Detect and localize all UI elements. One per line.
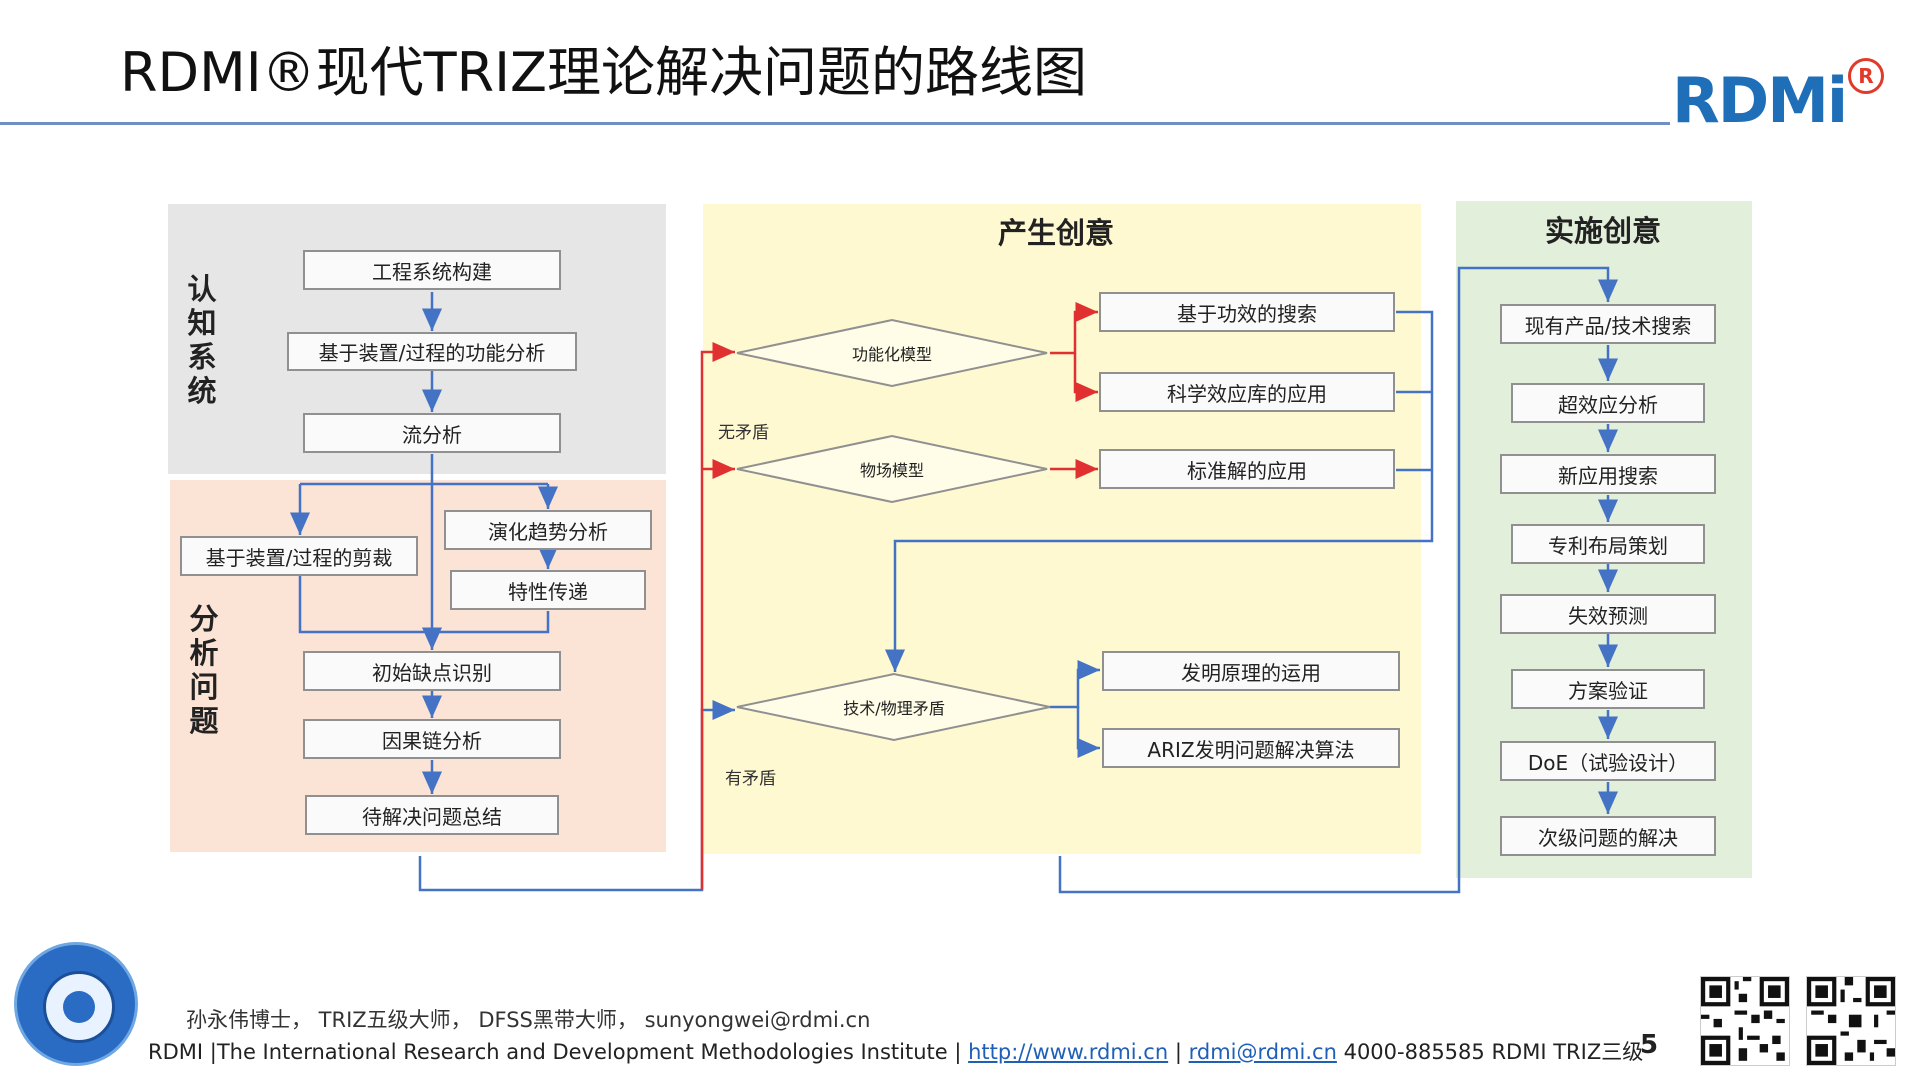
solution-ariz: ARIZ发明问题解决算法: [1102, 728, 1400, 768]
org-line: RDMI |The International Research and Dev…: [148, 1036, 1643, 1066]
logo-text: RDMi: [1672, 64, 1848, 137]
step-problem-summary: 待解决问题总结: [305, 795, 559, 835]
contradiction-model-label: 技术/物理矛盾: [843, 699, 945, 718]
step-feature-transfer: 特性传递: [450, 570, 646, 610]
registered-mark: R: [1848, 58, 1884, 94]
separator: |: [1168, 1040, 1189, 1064]
impl-failure-prediction: 失效预测: [1500, 594, 1716, 634]
idea-heading: 产生创意: [998, 216, 1115, 250]
step-trend-analysis: 演化趋势分析: [444, 510, 652, 550]
impl-doe: DoE（试验设计）: [1500, 741, 1716, 781]
org-name: RDMI |The International Research and Dev…: [148, 1040, 969, 1064]
solution-standard-solutions: 标准解的应用: [1099, 449, 1395, 489]
website-link[interactable]: http://www.rdmi.cn: [968, 1040, 1169, 1064]
association-seal-logo: [14, 942, 138, 1066]
title-underline: [0, 122, 1670, 125]
functional-model-label: 功能化模型: [851, 345, 933, 364]
has-contradiction-note: 有矛盾: [725, 769, 776, 789]
solution-inventive-principles: 发明原理的运用: [1102, 651, 1400, 691]
cognition-heading: 认 知 系 统: [187, 272, 217, 408]
impl-new-application: 新应用搜索: [1500, 454, 1716, 494]
course-label: RDMI TRIZ三级: [1484, 1040, 1644, 1064]
no-contradiction-note: 无矛盾: [718, 423, 769, 443]
page-title: RDMI®现代TRIZ理论解决问题的路线图: [120, 41, 1088, 104]
impl-super-effect: 超效应分析: [1511, 383, 1705, 423]
step-trimming: 基于装置/过程的剪裁: [180, 536, 418, 576]
solution-effects-database: 科学效应库的应用: [1099, 372, 1395, 412]
substance-field-model-label: 物场模型: [859, 461, 925, 480]
author-line: 孙永伟博士， TRIZ五级大师， DFSS黑带大师， sunyongwei@rd…: [186, 1008, 871, 1032]
step-flow-analysis: 流分析: [303, 413, 561, 453]
page-number: 5: [1640, 1030, 1659, 1060]
email-link[interactable]: rdmi@rdmi.cn: [1188, 1040, 1337, 1064]
step-function-analysis: 基于装置/过程的功能分析: [287, 332, 577, 371]
impl-solution-verification: 方案验证: [1511, 669, 1705, 709]
impl-patent-layout: 专利布局策划: [1511, 524, 1705, 564]
impl-secondary-problems: 次级问题的解决: [1500, 816, 1716, 856]
qr-code-icon: [1700, 976, 1790, 1066]
step-engineering-system: 工程系统构建: [303, 250, 561, 290]
qr-code-icon: [1806, 976, 1896, 1066]
solution-function-search: 基于功效的搜索: [1099, 292, 1395, 332]
phone: 4000-885585: [1336, 1040, 1485, 1064]
impl-product-search: 现有产品/技术搜索: [1500, 304, 1716, 344]
step-cause-chain: 因果链分析: [303, 719, 561, 759]
analysis-heading: 分 析 问 题: [189, 602, 219, 738]
implement-heading: 实施创意: [1545, 214, 1662, 248]
step-initial-defects: 初始缺点识别: [303, 651, 561, 691]
